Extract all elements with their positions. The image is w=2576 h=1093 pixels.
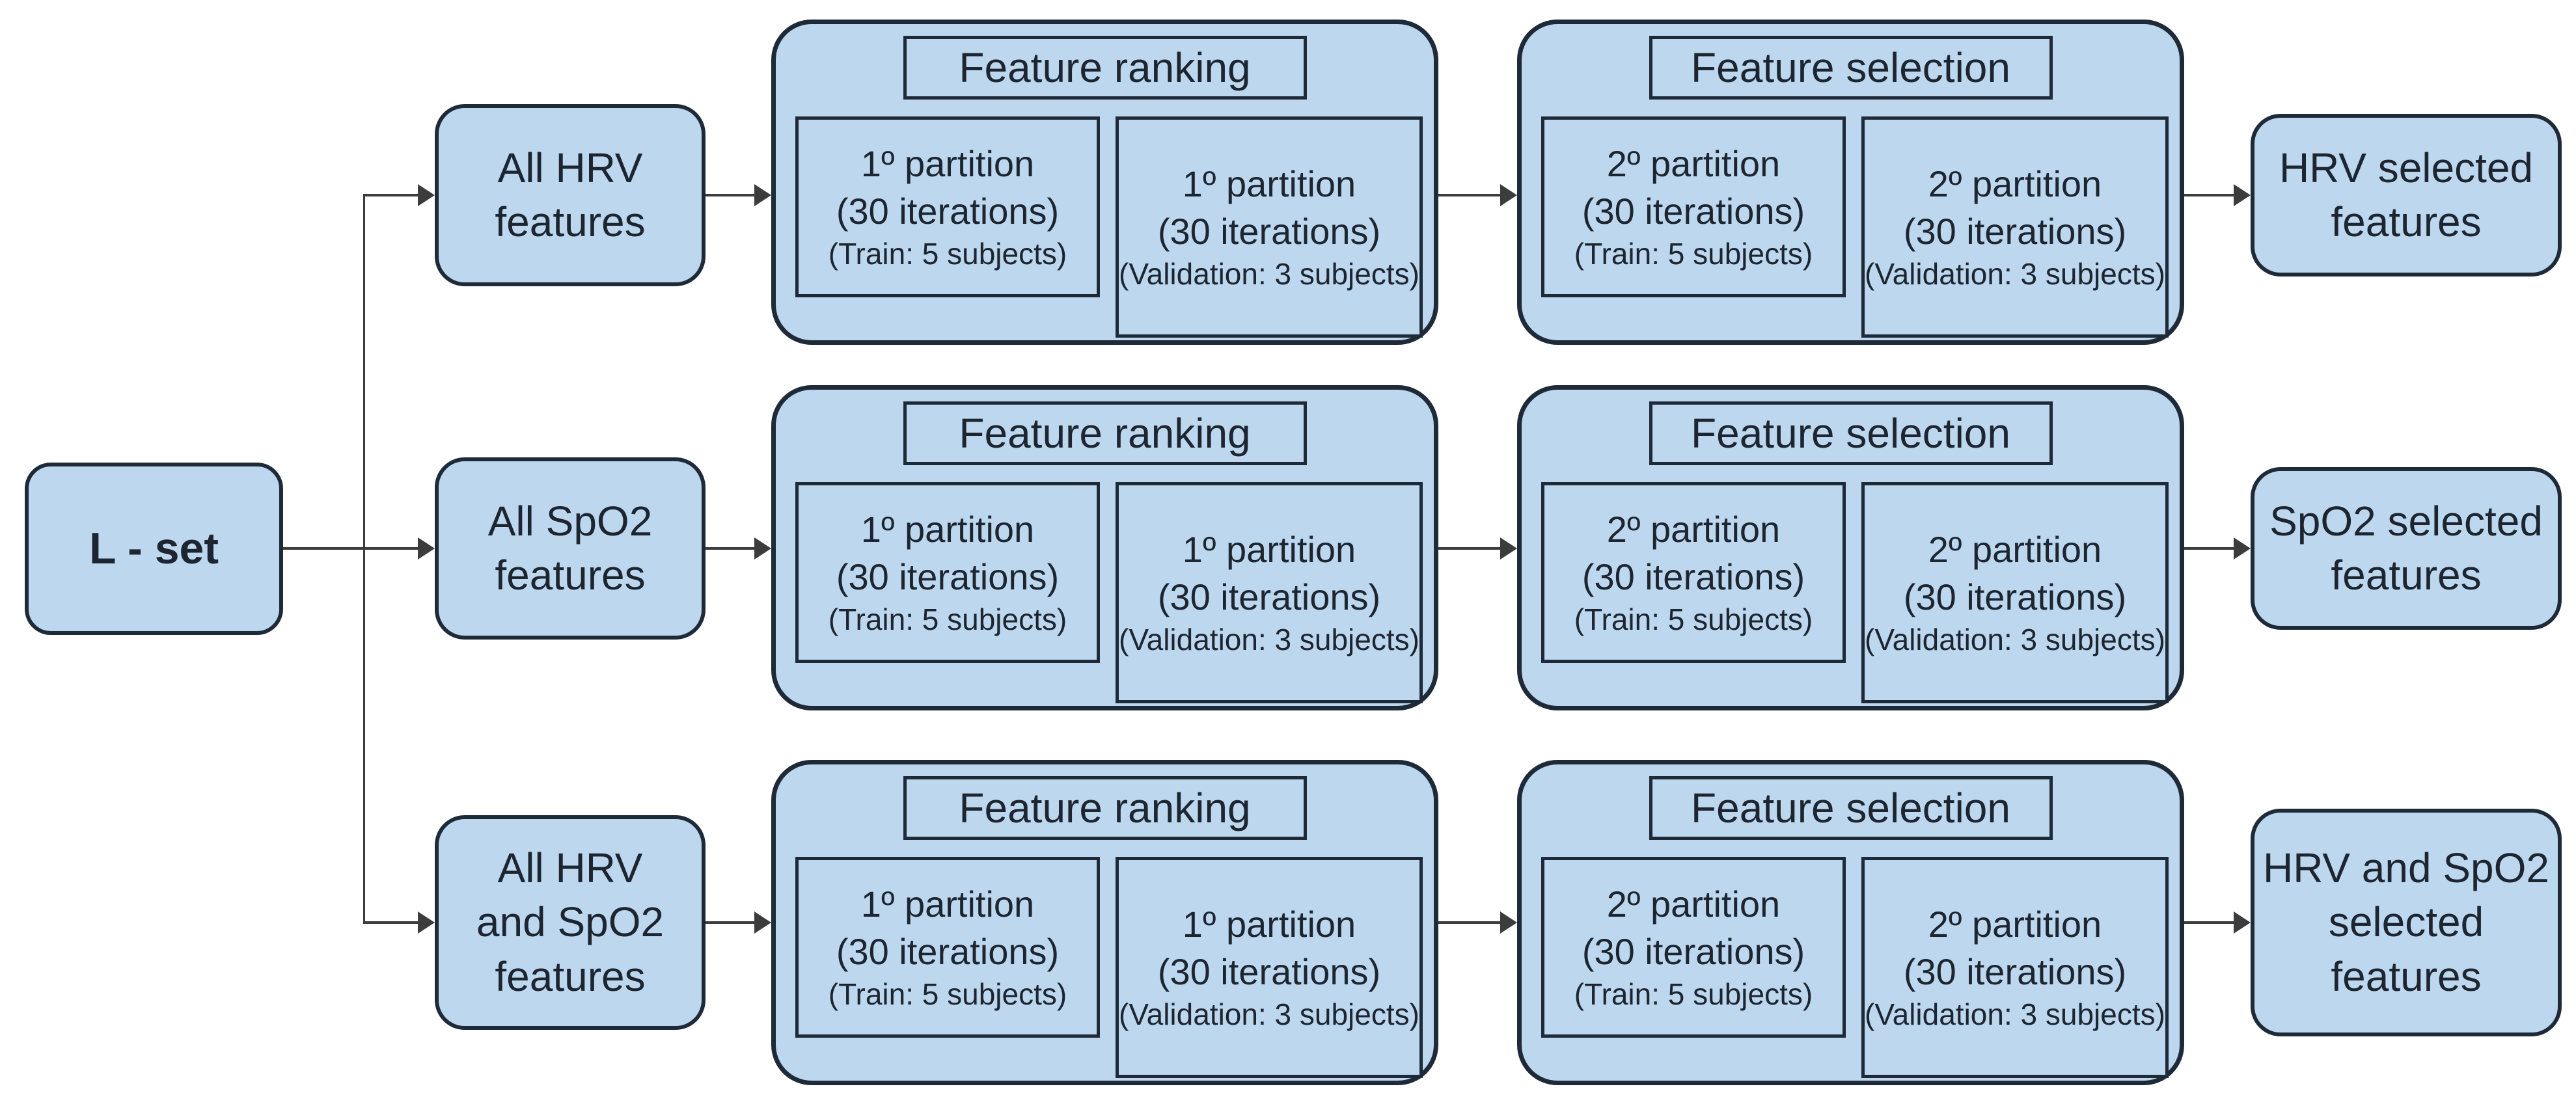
ranking-train-box: 1º partition (30 iterations) (Train: 5 s… bbox=[795, 857, 1100, 1038]
ranking-validation-box: 1º partition (30 iterations) (Validation… bbox=[1116, 482, 1423, 703]
partition-line: 2º partition bbox=[1606, 142, 1781, 184]
partition-line: 1º partition bbox=[860, 883, 1035, 924]
partition-line: 2º partition bbox=[1928, 903, 2102, 945]
subjects-line: (Validation: 3 subjects) bbox=[1119, 623, 1419, 657]
selection-validation-box: 2º partition (30 iterations) (Validation… bbox=[1861, 482, 2169, 703]
iterations-line: (30 iterations) bbox=[1903, 951, 2127, 992]
node-l-set: L - set bbox=[25, 463, 283, 635]
feature-ranking-container: Feature ranking 1º partition (30 iterati… bbox=[771, 20, 1438, 345]
iterations-line: (30 iterations) bbox=[836, 190, 1060, 232]
iterations-line: (30 iterations) bbox=[1157, 210, 1381, 252]
iterations-line: (30 iterations) bbox=[836, 930, 1060, 972]
connector-lset-out bbox=[283, 547, 419, 550]
subjects-line: (Train: 5 subjects) bbox=[1574, 237, 1813, 271]
arrowhead-icon bbox=[1500, 184, 1517, 206]
ranking-validation-box: 1º partition (30 iterations) (Validation… bbox=[1116, 857, 1423, 1078]
selection-validation-box: 2º partition (30 iterations) (Validation… bbox=[1861, 857, 2169, 1078]
subjects-line: (Train: 5 subjects) bbox=[828, 237, 1067, 271]
connector-rank-sel-row1 bbox=[1438, 194, 1500, 196]
arrowhead-icon bbox=[2234, 911, 2251, 934]
feature-selection-title: Feature selection bbox=[1649, 776, 2053, 840]
feature-selection-container: Feature selection 2º partition (30 itera… bbox=[1517, 760, 2184, 1085]
partition-line: 2º partition bbox=[1606, 883, 1781, 924]
iterations-line: (30 iterations) bbox=[1582, 190, 1805, 232]
connector-sel-out-row1 bbox=[2178, 194, 2234, 196]
selection-validation-box: 2º partition (30 iterations) (Validation… bbox=[1861, 116, 2169, 338]
feature-ranking-title: Feature ranking bbox=[903, 776, 1307, 840]
feature-selection-container: Feature selection 2º partition (30 itera… bbox=[1517, 20, 2184, 345]
connector-stage-rank-row2 bbox=[706, 547, 754, 550]
selection-train-box: 2º partition (30 iterations) (Train: 5 s… bbox=[1541, 116, 1846, 297]
selection-train-box: 2º partition (30 iterations) (Train: 5 s… bbox=[1541, 857, 1846, 1038]
subjects-line: (Validation: 3 subjects) bbox=[1865, 997, 2165, 1032]
arrowhead-icon bbox=[2234, 184, 2251, 206]
arrowhead-icon bbox=[418, 911, 435, 934]
arrowhead-icon bbox=[1500, 911, 1517, 934]
branch-vertical-line bbox=[363, 194, 365, 924]
arrowhead-icon bbox=[754, 911, 771, 934]
subjects-line: (Train: 5 subjects) bbox=[1574, 977, 1813, 1012]
ranking-train-box: 1º partition (30 iterations) (Train: 5 s… bbox=[795, 116, 1100, 297]
feature-ranking-container: Feature ranking 1º partition (30 iterati… bbox=[771, 385, 1438, 710]
subjects-line: (Validation: 3 subjects) bbox=[1865, 257, 2165, 291]
partition-line: 1º partition bbox=[1182, 903, 1356, 945]
connector-branch-row3 bbox=[364, 921, 419, 924]
iterations-line: (30 iterations) bbox=[1157, 576, 1381, 617]
feature-ranking-title: Feature ranking bbox=[903, 401, 1307, 465]
feature-ranking-container: Feature ranking 1º partition (30 iterati… bbox=[771, 760, 1438, 1085]
arrowhead-icon bbox=[1500, 537, 1517, 560]
arrowhead-icon bbox=[754, 184, 771, 206]
iterations-line: (30 iterations) bbox=[1582, 930, 1805, 972]
partition-line: 1º partition bbox=[860, 142, 1035, 184]
selection-train-box: 2º partition (30 iterations) (Train: 5 s… bbox=[1541, 482, 1846, 663]
connector-stage-rank-row3 bbox=[706, 921, 754, 924]
feature-selection-container: Feature selection 2º partition (30 itera… bbox=[1517, 385, 2184, 710]
arrowhead-icon bbox=[2234, 537, 2251, 560]
connector-rank-sel-row3 bbox=[1438, 921, 1500, 924]
subjects-line: (Validation: 3 subjects) bbox=[1119, 997, 1419, 1032]
iterations-line: (30 iterations) bbox=[1582, 556, 1805, 597]
ranking-validation-box: 1º partition (30 iterations) (Validation… bbox=[1116, 116, 1423, 338]
partition-line: 1º partition bbox=[1182, 163, 1356, 204]
connector-sel-out-row3 bbox=[2178, 921, 2234, 924]
ranking-train-box: 1º partition (30 iterations) (Train: 5 s… bbox=[795, 482, 1100, 663]
subjects-line: (Train: 5 subjects) bbox=[828, 977, 1067, 1012]
iterations-line: (30 iterations) bbox=[1903, 210, 2127, 252]
arrowhead-icon bbox=[754, 537, 771, 560]
partition-line: 2º partition bbox=[1928, 528, 2102, 570]
arrowhead-icon bbox=[418, 537, 435, 560]
partition-line: 2º partition bbox=[1606, 508, 1781, 550]
subjects-line: (Train: 5 subjects) bbox=[828, 602, 1067, 637]
subjects-line: (Validation: 3 subjects) bbox=[1119, 257, 1419, 291]
subjects-line: (Train: 5 subjects) bbox=[1574, 602, 1813, 637]
feature-ranking-title: Feature ranking bbox=[903, 36, 1307, 100]
subjects-line: (Validation: 3 subjects) bbox=[1865, 623, 2165, 657]
connector-sel-out-row2 bbox=[2178, 547, 2234, 550]
arrowhead-icon bbox=[418, 184, 435, 206]
connector-stage-rank-row1 bbox=[706, 194, 754, 196]
iterations-line: (30 iterations) bbox=[1903, 576, 2127, 617]
partition-line: 1º partition bbox=[1182, 528, 1356, 570]
partition-line: 2º partition bbox=[1928, 163, 2102, 204]
partition-line: 1º partition bbox=[860, 508, 1035, 550]
iterations-line: (30 iterations) bbox=[836, 556, 1060, 597]
feature-selection-title: Feature selection bbox=[1649, 401, 2053, 465]
connector-branch-row1 bbox=[364, 194, 419, 196]
feature-selection-title: Feature selection bbox=[1649, 36, 2053, 100]
iterations-line: (30 iterations) bbox=[1157, 951, 1381, 992]
connector-rank-sel-row2 bbox=[1438, 547, 1500, 550]
